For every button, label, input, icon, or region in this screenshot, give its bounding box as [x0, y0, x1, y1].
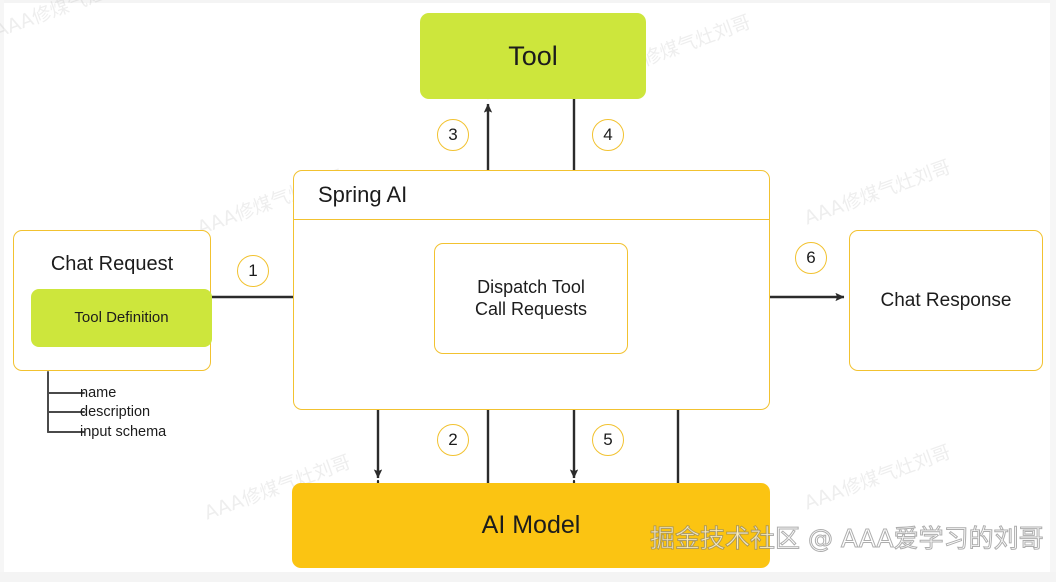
node-dispatch-tool-call-requests[interactable]: Dispatch Tool Call Requests: [434, 243, 628, 354]
attr-label-name: name: [80, 385, 117, 401]
node-tool-definition-label: Tool Definition: [74, 308, 169, 326]
node-chat-response[interactable]: Chat Response: [849, 230, 1043, 371]
step-badge-1: 1: [237, 255, 269, 287]
top-edge-band: [0, 0, 1056, 3]
bottom-edge-band: [0, 572, 1056, 582]
watermark-faint: AAA修煤气灶刘哥: [801, 156, 954, 230]
attr-label-description: description: [80, 404, 151, 420]
step-badge-5: 5: [592, 424, 624, 456]
step-badge-4: 4: [592, 119, 624, 151]
node-tool-definition[interactable]: Tool Definition: [31, 289, 212, 347]
node-tool[interactable]: Tool: [420, 13, 646, 99]
step-badge-2: 2: [437, 424, 469, 456]
node-tool-label: Tool: [508, 40, 558, 71]
step-badge-3: 3: [437, 119, 469, 151]
node-spring-ai-label: Spring AI: [318, 181, 408, 207]
node-dispatch-label: Dispatch Tool Call Requests: [474, 276, 588, 319]
node-ai-model-label: AI Model: [481, 511, 581, 540]
node-chat-request[interactable]: Chat Request Tool Definition: [13, 230, 212, 371]
node-ai-model[interactable]: AI Model: [292, 483, 770, 568]
node-chat-response-label: Chat Response: [880, 289, 1012, 311]
watermark-faint: AAA修煤气灶刘哥: [0, 0, 144, 43]
node-chat-request-label: Chat Request: [50, 253, 174, 275]
left-edge-band: [0, 0, 4, 582]
attr-label-input-schema: input schema: [80, 424, 167, 440]
right-edge-band: [1050, 0, 1056, 582]
step-badge-6: 6: [795, 242, 827, 274]
node-spring-ai-header: Spring AI: [294, 171, 769, 220]
watermark-faint: AAA修煤气灶刘哥: [801, 441, 954, 515]
